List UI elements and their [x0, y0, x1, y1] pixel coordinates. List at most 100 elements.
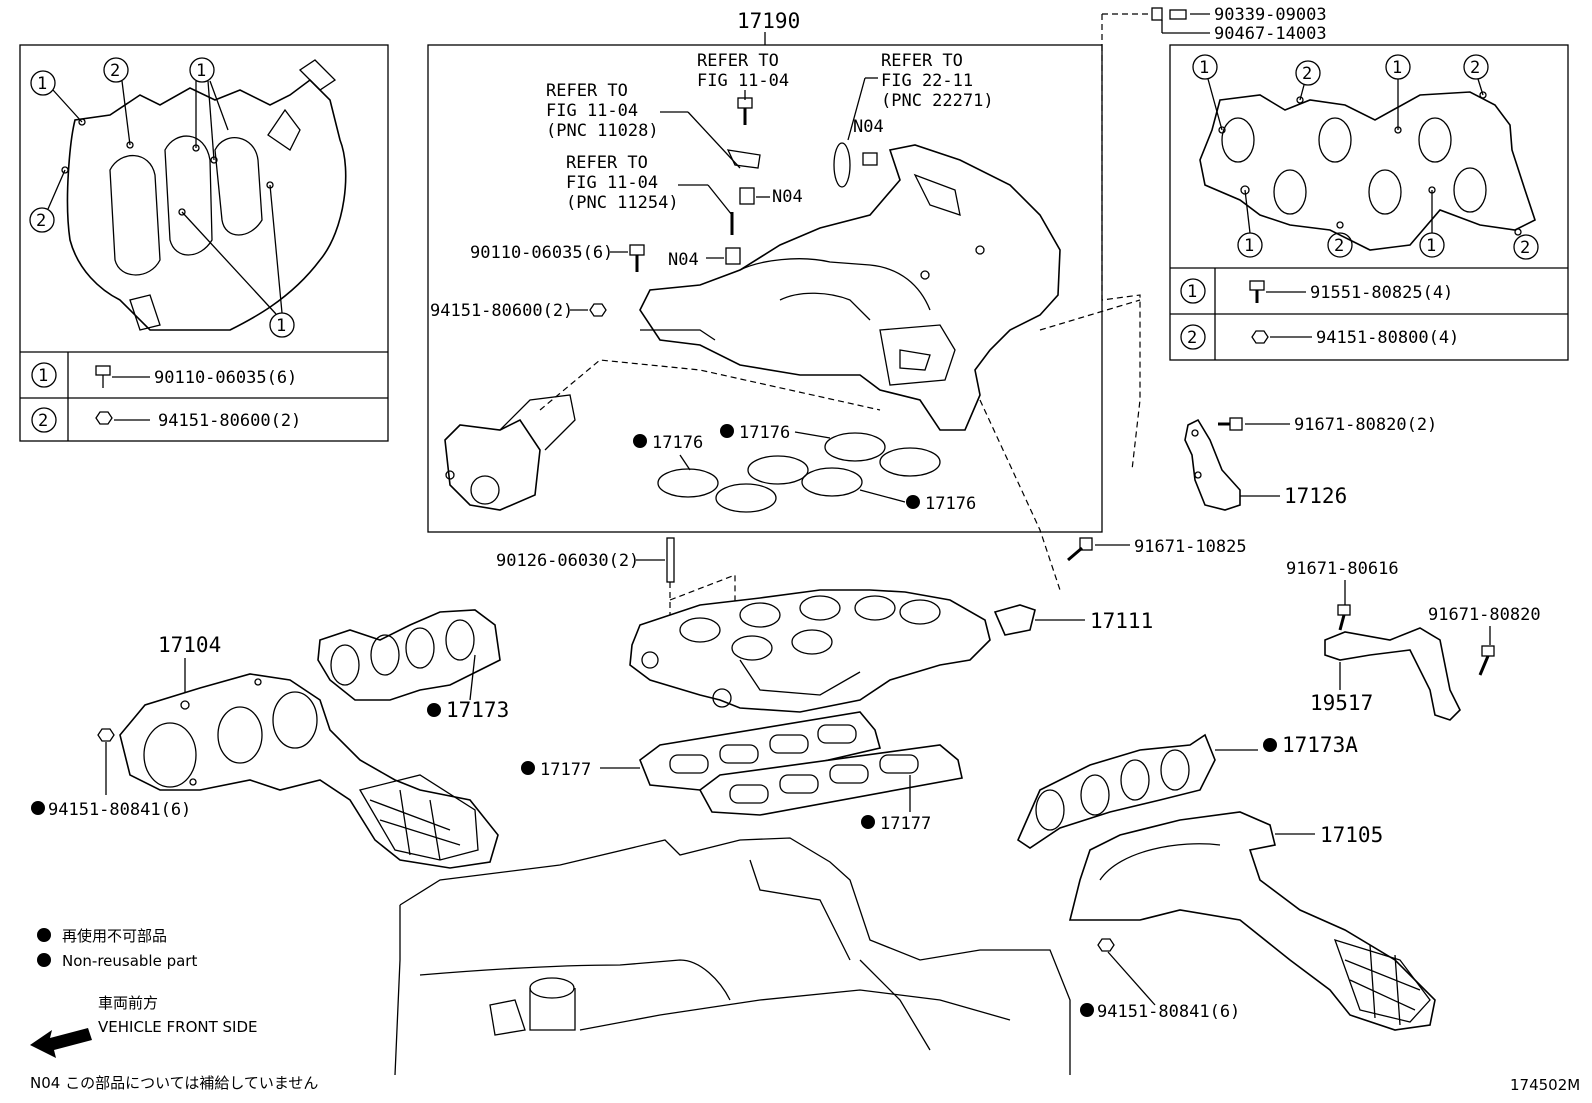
right-inset-row-1: 1 91551-80825(4): [1180, 278, 1453, 304]
o-ring-gasket-drawing: [657, 432, 941, 513]
nut-94151-80841-right: 94151-80841(6): [1080, 938, 1240, 1022]
lower-intake-manifold-drawing: [629, 589, 1085, 713]
bolt-91671-10825-group: 91671-10825: [1067, 537, 1247, 562]
bolt-icon: [1337, 604, 1351, 631]
label-17176-a[interactable]: 17176: [652, 433, 703, 453]
label-17104[interactable]: 17104: [158, 633, 221, 657]
legend-front-en: VEHICLE FRONT SIDE: [98, 1018, 258, 1036]
bolt-icon: [95, 365, 111, 388]
stud-90126-group: 90126-06030(2): [496, 537, 736, 640]
bolt-icon: [737, 97, 753, 125]
label-17173A[interactable]: 17173A: [1282, 733, 1358, 757]
port-gasket-17177-drawing: [639, 711, 963, 816]
label-17177-b[interactable]: 17177: [880, 814, 931, 834]
refer-note-11-04: REFER TO FIG 11-04: [697, 51, 789, 100]
main-assembly-box: 17190 REFER TO FIG 11-04 (PNC 11028) REF…: [427, 9, 1103, 533]
svg-text:REFER TO: REFER TO: [546, 81, 628, 101]
right-inset-gasket-drawing: [1199, 91, 1536, 251]
grommet-icon: [862, 152, 878, 166]
svg-text:2: 2: [1302, 64, 1312, 84]
label-17176-b[interactable]: 17176: [739, 423, 790, 443]
label-90126-06030[interactable]: 90126-06030(2): [496, 551, 639, 571]
svg-text:2: 2: [1334, 236, 1344, 256]
svg-text:FIG 11-04: FIG 11-04: [566, 173, 658, 193]
nut-icon: [1251, 330, 1269, 344]
n04-label-1: N04: [772, 187, 803, 207]
svg-text:1: 1: [1199, 58, 1209, 78]
right-inset-callouts: 1 2 1 2 1 2 1 2: [1192, 54, 1539, 260]
grommet-icon: [739, 187, 755, 205]
right-inset-row-2: 2 94151-80800(4): [1180, 324, 1459, 350]
label-17177-a[interactable]: 17177: [540, 760, 591, 780]
svg-text:REFER TO: REFER TO: [566, 153, 648, 173]
bolt-icon: [1478, 645, 1495, 676]
refer-note-22271: REFER TO FIG 22-11 (PNC 22271): [847, 51, 994, 141]
svg-text:1: 1: [1244, 236, 1254, 256]
intake-plenum-drawing: [639, 144, 1061, 431]
bracket-17126-group: 91671-80820(2) 17126: [1184, 415, 1437, 511]
svg-text:1: 1: [37, 74, 47, 94]
label-91671-80820[interactable]: 91671-80820: [1428, 605, 1541, 625]
svg-text:2: 2: [38, 411, 48, 431]
label-90339-09003[interactable]: 90339-09003: [1214, 5, 1327, 25]
svg-text:1: 1: [1426, 236, 1436, 256]
right-inset: 1 2 1 2 1 2 1 2 1 91551-80825(4): [1169, 44, 1569, 361]
svg-text:1: 1: [276, 316, 286, 336]
label-91671-10825[interactable]: 91671-10825: [1134, 537, 1247, 557]
legend-non-reusable-en: Non-reusable part: [62, 952, 197, 970]
svg-text:2: 2: [1470, 58, 1480, 78]
svg-text:2: 2: [1520, 238, 1530, 258]
left-inset-callouts: 1 2 1 2 1: [29, 57, 295, 338]
left-inset: 1 2 1 2 1 1 90110-06035(6): [19, 44, 389, 442]
bolt-icon: [629, 244, 645, 272]
throttle-valve-drawing: [444, 394, 576, 511]
label-91671-80820-2[interactable]: 91671-80820(2): [1294, 415, 1437, 435]
label-17126[interactable]: 17126: [1284, 484, 1347, 508]
left-inset-frame: [19, 44, 389, 442]
legend-non-reusable-jp: 再使用不可部品: [62, 927, 167, 945]
nut-icon: [97, 728, 115, 742]
label-90110-06035-main[interactable]: 90110-06035(6): [470, 243, 613, 263]
exhaust-gasket-17173A-drawing: [1016, 733, 1216, 849]
svg-text:REFER TO: REFER TO: [697, 51, 779, 71]
svg-text:FIG 22-11: FIG 22-11: [881, 71, 973, 91]
non-reusable-dot-icon: [37, 928, 51, 942]
engine-block-drawing: [394, 837, 1071, 1076]
bracket-19517-group: 91671-80616 91671-80820 19517: [1286, 559, 1541, 721]
exhaust-manifold-17104-group: 17104: [119, 633, 499, 869]
nut-icon: [589, 303, 607, 317]
label-17111[interactable]: 17111: [1090, 609, 1153, 633]
arrow-left-icon: [30, 1028, 92, 1058]
svg-text:(PNC 11028): (PNC 11028): [546, 121, 659, 141]
label-17105[interactable]: 17105: [1320, 823, 1383, 847]
n04-label-2: N04: [668, 250, 699, 270]
label-17176-c[interactable]: 17176: [925, 494, 976, 514]
svg-text:REFER TO: REFER TO: [881, 51, 963, 71]
svg-text:(PNC 11254): (PNC 11254): [566, 193, 679, 213]
label-90467-14003[interactable]: 90467-14003: [1214, 24, 1327, 44]
svg-text:FIG 11-04: FIG 11-04: [697, 71, 789, 91]
svg-text:2: 2: [110, 61, 120, 81]
label-19517[interactable]: 19517: [1310, 691, 1373, 715]
bolt-icon: [1249, 280, 1265, 303]
left-inset-row-2: 2 94151-80600(2): [31, 407, 301, 433]
svg-text:1: 1: [1187, 282, 1197, 302]
legend: 再使用不可部品 Non-reusable part 車両前方 VEHICLE F…: [30, 927, 318, 1092]
main-assembly-part-no[interactable]: 17190: [737, 9, 800, 33]
label-91671-80616[interactable]: 91671-80616: [1286, 559, 1399, 579]
nut-icon: [95, 411, 113, 425]
label-94151-80600-main[interactable]: 94151-80600(2): [430, 301, 573, 321]
label-94151-80841-right[interactable]: 94151-80841(6): [1097, 1002, 1240, 1022]
grommet-icon: [725, 247, 741, 265]
bolt-icon: [1218, 417, 1243, 431]
left-inset-row-1: 1 90110-06035(6): [31, 362, 297, 388]
left-inset-part-1: 90110-06035(6): [154, 368, 297, 388]
exhaust-manifold-17105-drawing: [1068, 811, 1436, 1031]
svg-text:(PNC 22271): (PNC 22271): [881, 91, 994, 111]
label-94151-80841-left[interactable]: 94151-80841(6): [48, 800, 191, 820]
label-17173[interactable]: 17173: [446, 698, 509, 722]
left-inset-manifold-drawing: [61, 59, 347, 331]
svg-text:1: 1: [196, 61, 206, 81]
